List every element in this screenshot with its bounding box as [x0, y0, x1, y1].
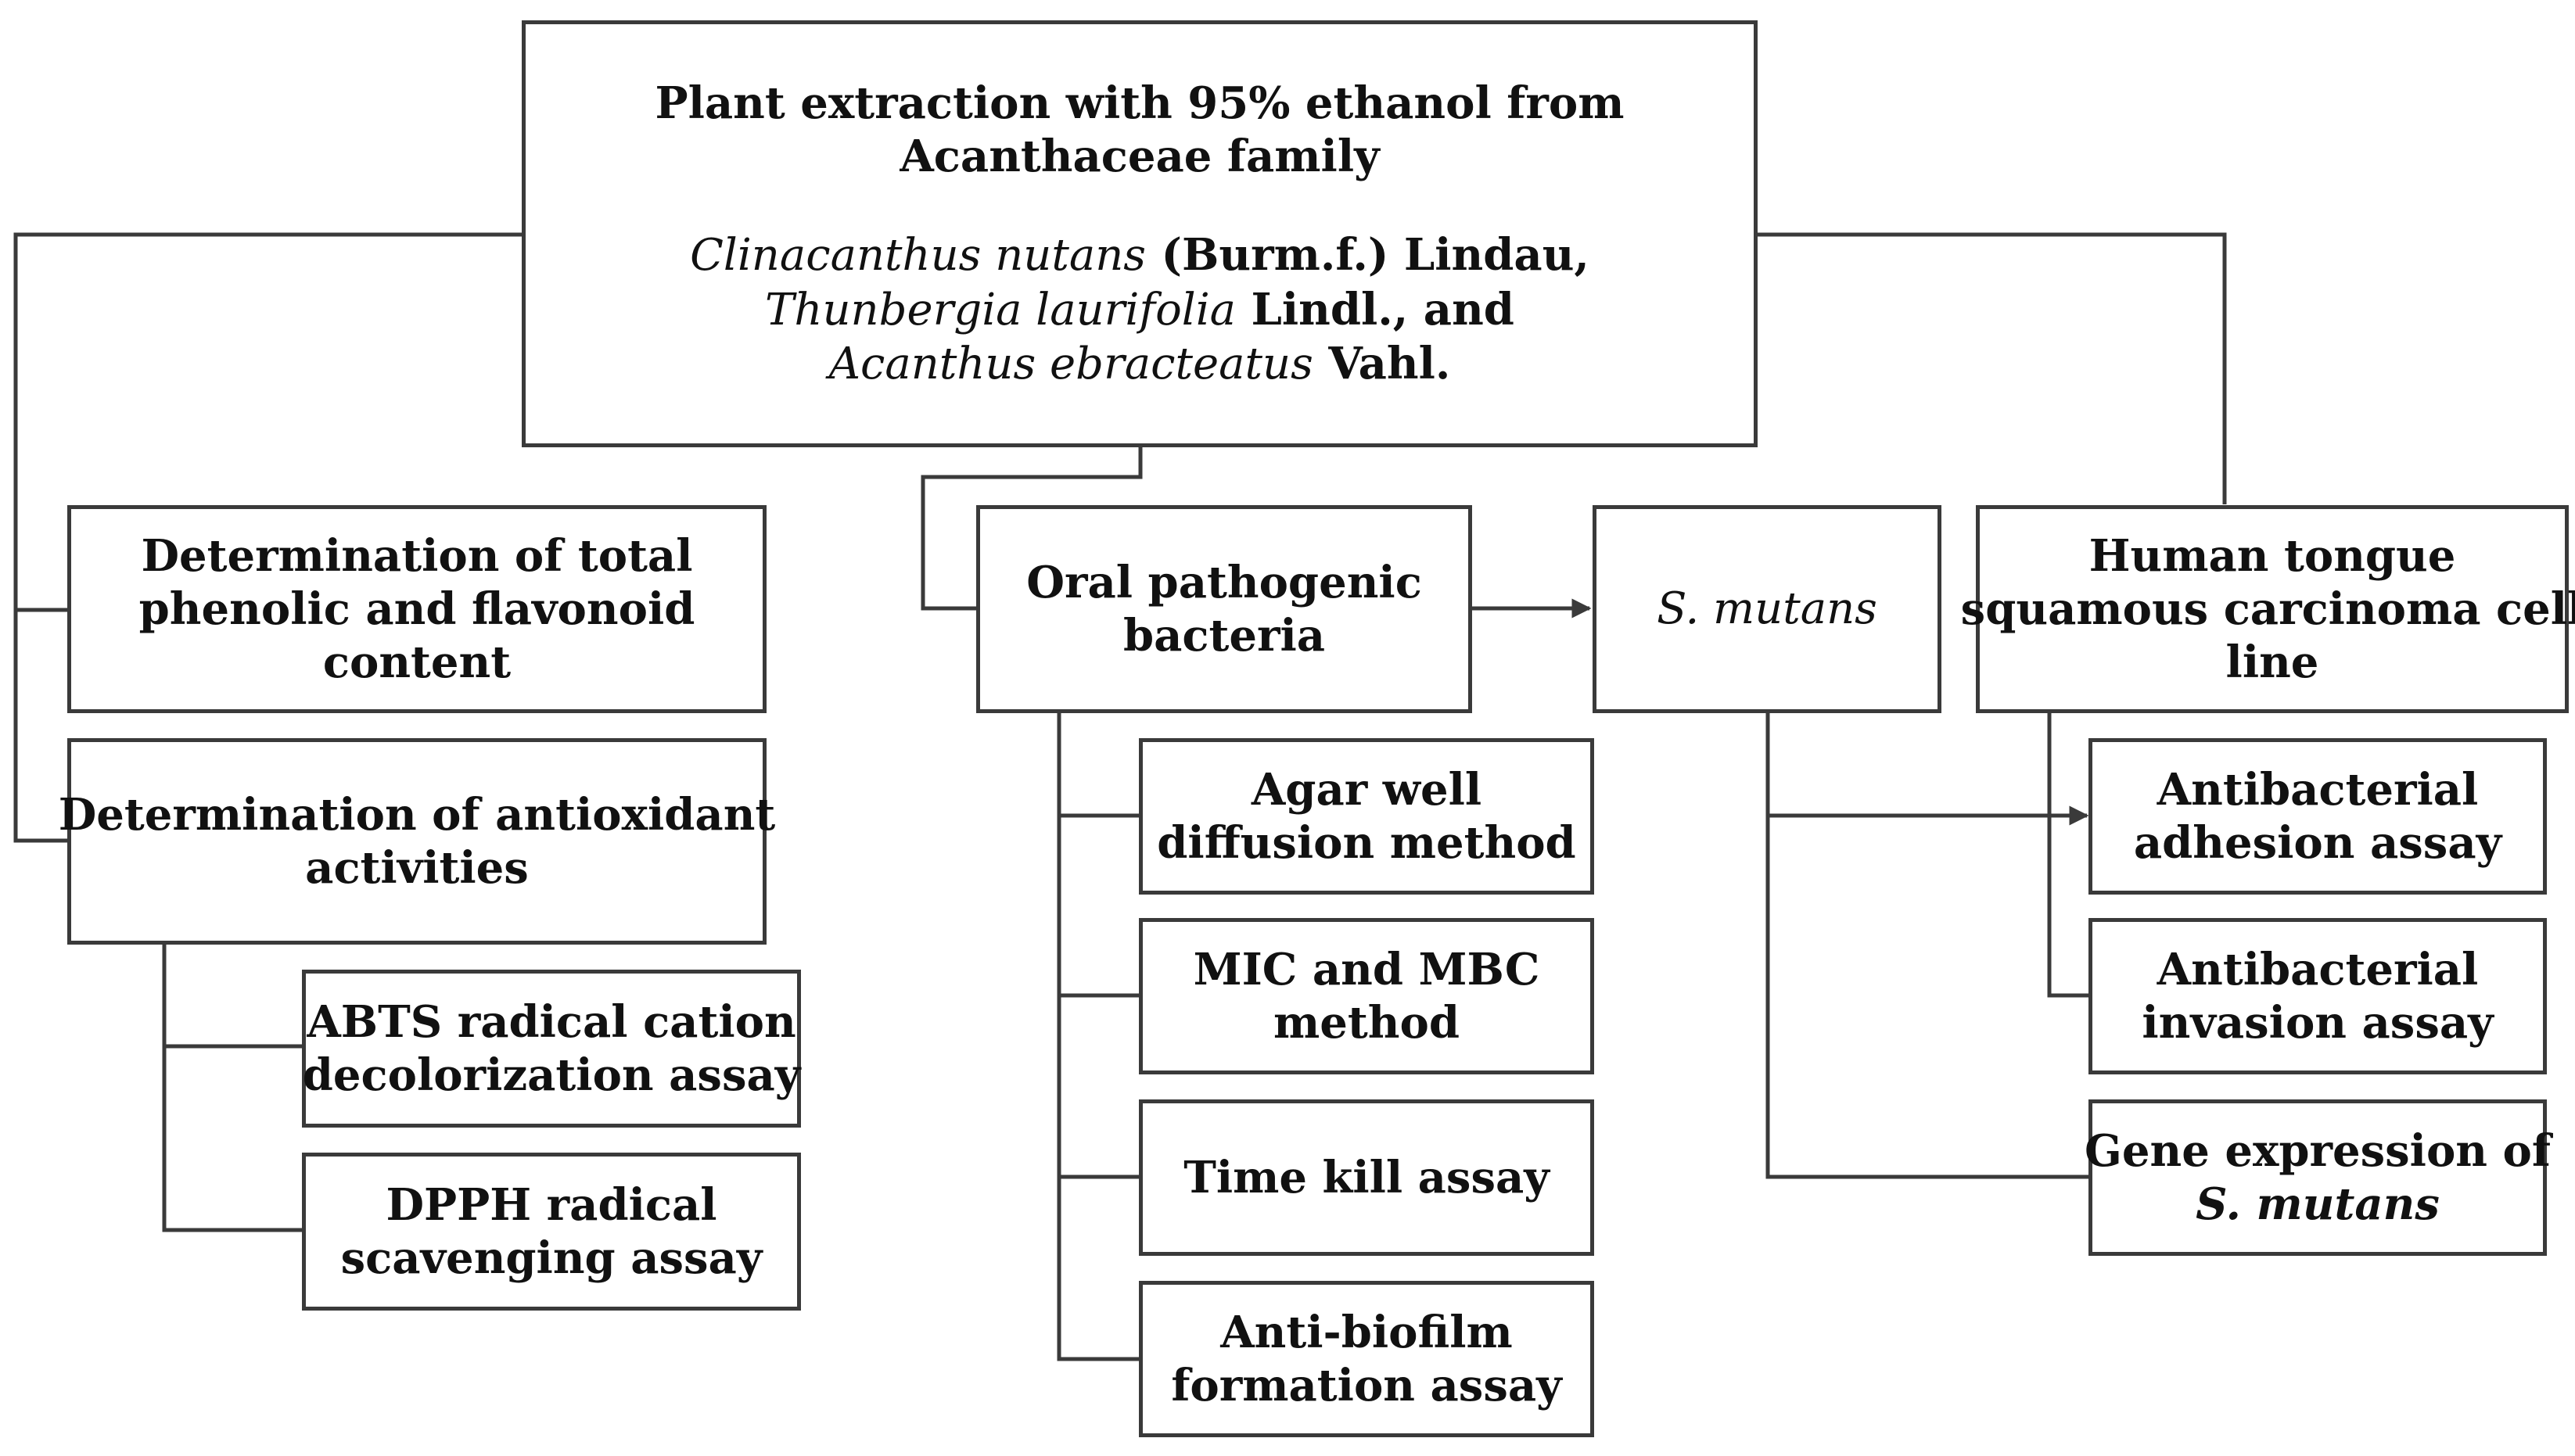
biofilm-line-2: formation assay: [1171, 1360, 1562, 1411]
abts-line-2: decolorization assay: [302, 1049, 801, 1101]
dpph-box: DPPH radical scavenging assay: [302, 1153, 801, 1311]
dpph-line-2: scavenging assay: [340, 1232, 763, 1284]
s-mutans-label: S. mutans: [1657, 583, 1877, 634]
antioxidant-line-2: activities: [305, 842, 529, 894]
antioxidant-line-1: Determination of antioxidant: [58, 788, 776, 841]
s-mutans-box: S. mutans: [1593, 505, 1941, 713]
adhesion-assay-box: Antibacterial adhesion assay: [2088, 738, 2547, 895]
connector-antioxidant-subtree: [162, 945, 302, 1232]
connector-main-to-oral: [921, 444, 1143, 611]
antioxidant-box: Determination of antioxidant activities: [59, 738, 775, 945]
mic-line-1: MIC and MBC: [1193, 943, 1540, 995]
oral-bacteria-box: Oral pathogenic bacteria: [976, 505, 1472, 713]
agar-well-box: Agar well diffusion method: [1139, 738, 1594, 895]
oral-line-1: Oral pathogenic: [1026, 556, 1422, 608]
species-2-rest: Lindl., and: [1236, 283, 1514, 335]
adhesion-line-2: adhesion assay: [2133, 817, 2502, 869]
abts-line-1: ABTS radical cation: [307, 995, 796, 1048]
connector-smutans-subtree: [1765, 712, 2088, 1179]
species-1-name: Clinacanthus nutans: [690, 230, 1147, 282]
dpph-line-1: DPPH radical: [386, 1178, 717, 1231]
tongue-line-2: squamous carcinoma cell: [1960, 583, 2575, 635]
tongue-cell-line-box: Human tongue squamous carcinoma cell lin…: [1961, 505, 2575, 713]
connector-oral-subtree: [1057, 712, 1139, 1361]
connector-main-to-tongue: [1758, 232, 2227, 504]
main-extraction-box: Plant extraction with 95% ethanol from A…: [522, 20, 1758, 447]
tongue-line-3: line: [2225, 637, 2319, 689]
main-line-2: Acanthaceae family: [900, 131, 1380, 183]
agar-line-2: diffusion method: [1157, 817, 1576, 869]
invasion-line-1: Antibacterial: [2157, 943, 2479, 995]
biofilm-line-1: Anti-biofilm: [1220, 1306, 1513, 1358]
gene-line-1: Gene expression of: [2085, 1124, 2551, 1177]
species-3-rest: Vahl.: [1313, 337, 1451, 389]
main-line-1: Plant extraction with 95% ethanol from: [655, 77, 1625, 129]
time-kill-box: Time kill assay: [1139, 1099, 1594, 1256]
abts-box: ABTS radical cation decolorization assay: [302, 970, 801, 1128]
mic-line-2: method: [1273, 997, 1460, 1049]
adhesion-line-1: Antibacterial: [2157, 763, 2479, 816]
invasion-assay-box: Antibacterial invasion assay: [2088, 918, 2547, 1074]
connector-main-to-left: [13, 232, 522, 843]
gene-expression-box: Gene expression of S. mutans: [2085, 1099, 2551, 1256]
agar-line-1: Agar well: [1251, 763, 1482, 816]
invasion-line-2: invasion assay: [2142, 997, 2494, 1049]
phenolic-line-1: Determination of total: [141, 529, 693, 582]
tongue-line-1: Human tongue: [2088, 529, 2456, 582]
phenolic-line-2: phenolic and flavonoid: [138, 583, 695, 635]
mic-mbc-box: MIC and MBC method: [1139, 918, 1594, 1074]
gene-line-2: S. mutans: [2196, 1178, 2440, 1230]
timekill-line-1: Time kill assay: [1183, 1151, 1550, 1203]
phenolic-box: Determination of total phenolic and flav…: [67, 505, 767, 713]
anti-biofilm-box: Anti-biofilm formation assay: [1139, 1281, 1594, 1437]
species-3-name: Acanthus ebracteatus: [828, 338, 1313, 389]
connector-tongue-subtree: [2047, 712, 2088, 998]
oral-line-2: bacteria: [1122, 610, 1326, 662]
phenolic-line-3: content: [322, 637, 512, 689]
species-1-rest: (Burm.f.) Lindau,: [1146, 229, 1589, 282]
species-2-name: Thunbergia laurifolia: [765, 284, 1236, 335]
